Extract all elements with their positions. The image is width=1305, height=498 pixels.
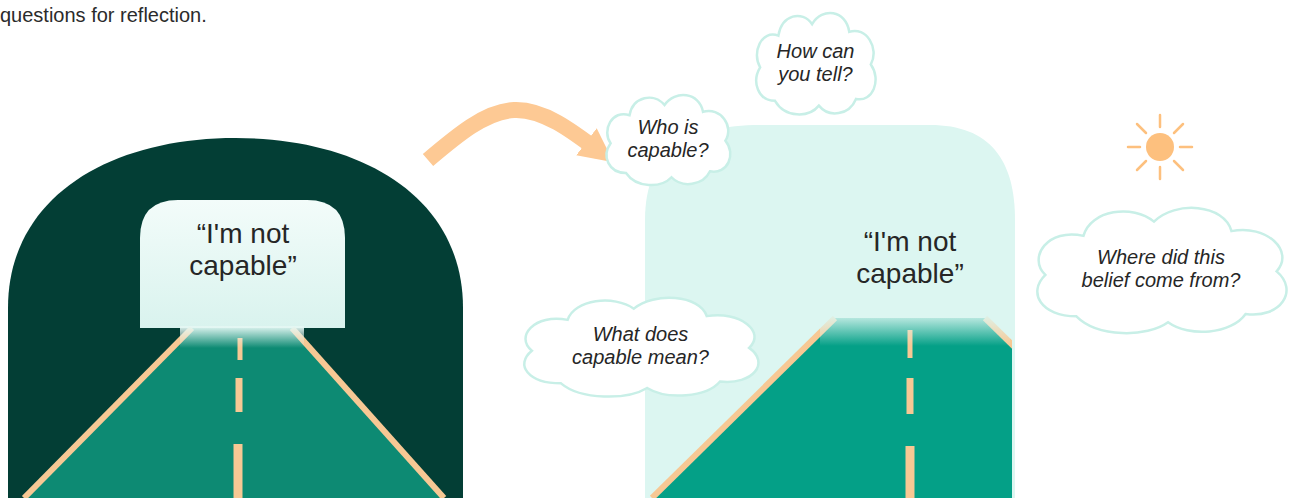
tunnel-opening: [140, 200, 345, 328]
sun-ray: [1159, 115, 1162, 127]
sun-ray: [1128, 146, 1140, 149]
intro-text: questions for reflection.: [0, 4, 207, 27]
sun-ray: [1174, 124, 1183, 133]
cloud-outline: [756, 13, 875, 114]
belief-text: “I'm not capable”: [835, 226, 985, 290]
cloud-outline: [524, 298, 758, 397]
sun-symbol: [1128, 115, 1192, 179]
tunnel-arch: [8, 138, 463, 498]
question-text: Who is capable?: [618, 116, 718, 162]
question-cloud: What does capable mean?: [508, 290, 773, 402]
question-text: Where did this belief come from?: [1071, 246, 1251, 292]
belief-text: “I'm not capable”: [168, 218, 318, 282]
sun-ray: [1137, 124, 1146, 133]
tunnel-node: “I'm not capable”: [8, 138, 463, 498]
question-cloud: Where did this belief come from?: [1020, 198, 1302, 340]
question-text: What does capable mean?: [561, 323, 721, 369]
cloud-outline: [607, 95, 731, 185]
node-outline: [8, 138, 463, 498]
question-cloud: Who is capable?: [598, 88, 738, 190]
sun-ray: [1180, 146, 1192, 149]
question-text: How can you tell?: [766, 40, 866, 86]
cloud-outline: [1037, 208, 1286, 333]
sun-ray: [1159, 167, 1162, 179]
sun-disc: [1146, 133, 1174, 161]
transition-arrow: [428, 110, 600, 160]
sun-ray: [1174, 161, 1183, 170]
question-cloud: How can you tell?: [748, 5, 883, 120]
sun-ray: [1137, 161, 1146, 170]
